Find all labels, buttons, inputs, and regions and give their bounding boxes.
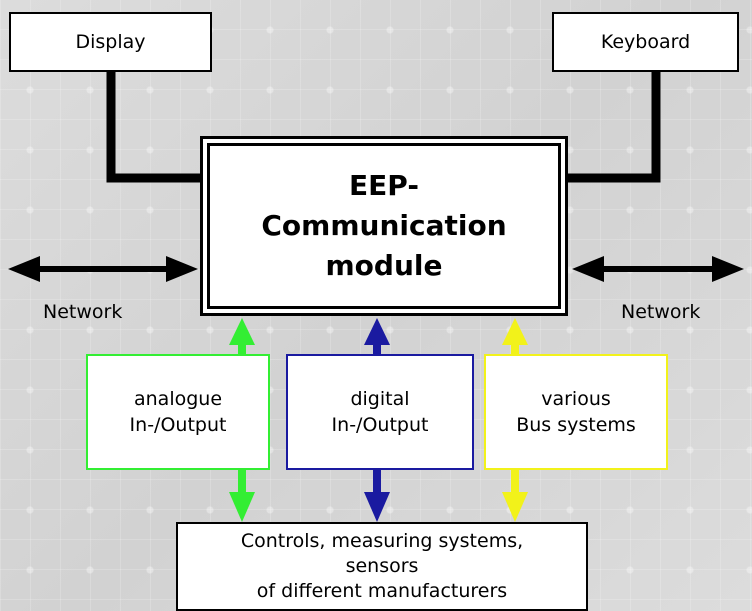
digital-io-box: digital In-/Output bbox=[286, 354, 474, 470]
analog-io-box: analogue In-/Output bbox=[86, 354, 270, 470]
network-arrow-right bbox=[572, 256, 744, 282]
digital-arrow-lower bbox=[364, 470, 390, 522]
display-box: Display bbox=[9, 12, 212, 72]
bus-arrow-lower bbox=[502, 470, 528, 522]
keyboard-connector bbox=[568, 72, 661, 183]
bus-systems-box: various Bus systems bbox=[484, 354, 668, 470]
controls-sensors-box: Controls, measuring systems, sensors of … bbox=[176, 522, 588, 611]
communication-module-box: EEP- Communication module bbox=[200, 136, 568, 316]
display-connector bbox=[106, 72, 200, 183]
keyboard-box: Keyboard bbox=[552, 12, 739, 72]
analog-arrow-lower bbox=[229, 470, 255, 522]
network-label-right: Network bbox=[621, 301, 701, 323]
network-arrow-left bbox=[8, 256, 198, 282]
network-label-left: Network bbox=[43, 301, 123, 323]
